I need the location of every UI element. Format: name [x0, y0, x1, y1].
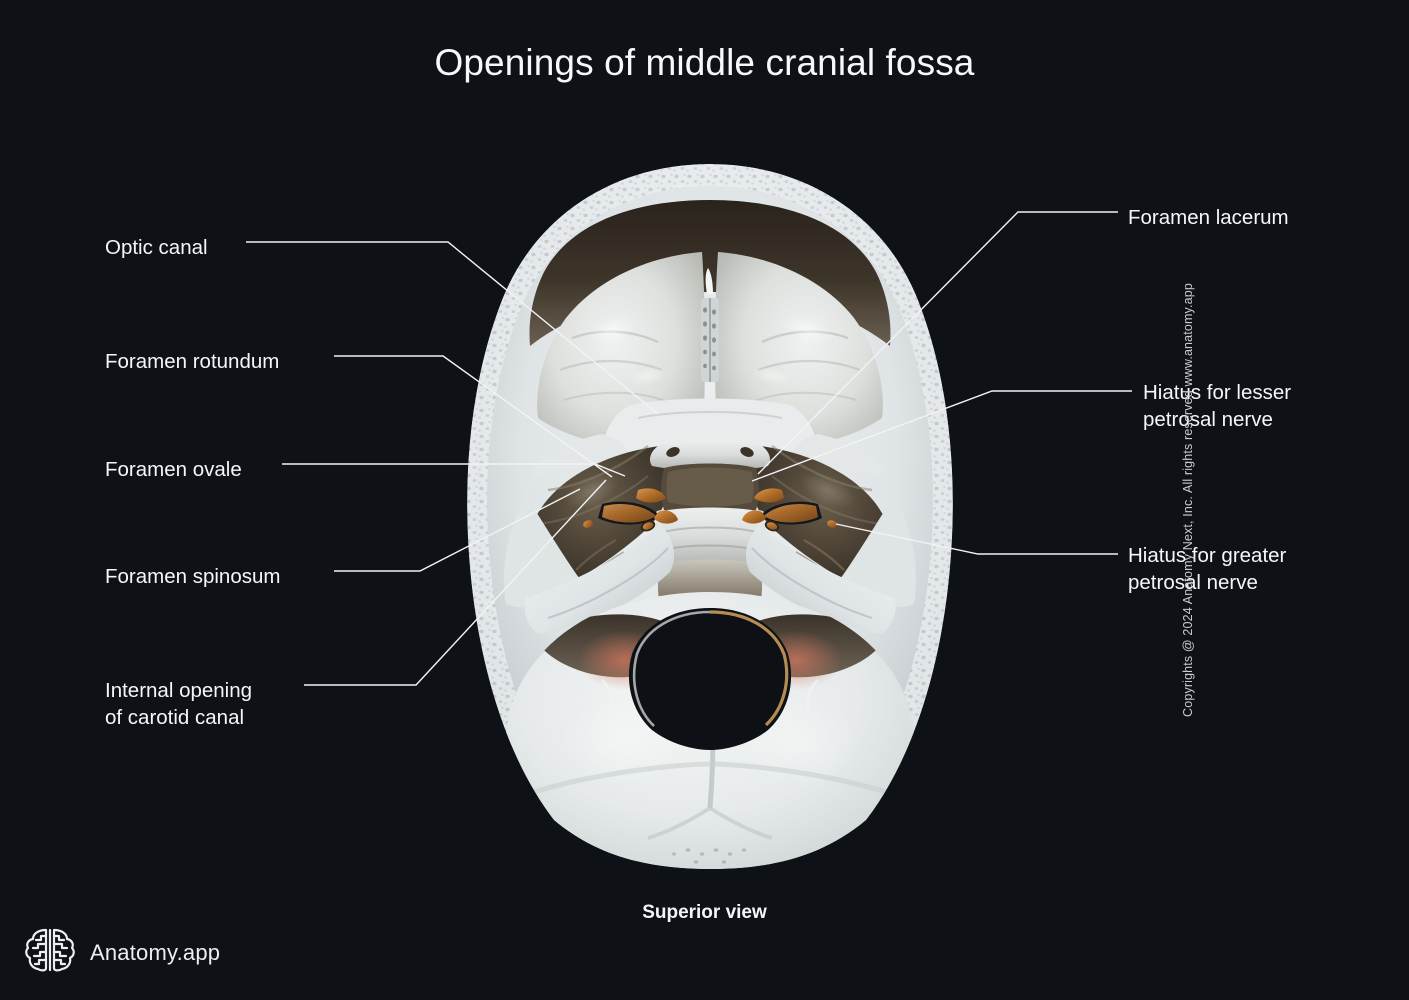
- view-caption: Superior view: [642, 902, 767, 923]
- label-foramen-rotundum: Foramen rotundum: [105, 350, 280, 373]
- label-hiatus-greater-petrosal-nerve: Hiatus for greater petrosal nerve: [1128, 544, 1287, 594]
- brand-watermark: Anatomy.app: [24, 925, 220, 980]
- label-hiatus-lesser-petrosal-nerve: Hiatus for lesser petrosal nerve: [1143, 381, 1292, 431]
- brain-icon: [24, 925, 76, 980]
- label-foramen-ovale: Foramen ovale: [105, 458, 242, 481]
- label-optic-canal: Optic canal: [105, 236, 208, 259]
- label-foramen-lacerum: Foramen lacerum: [1128, 206, 1289, 229]
- copyright-notice: Copyrights @ 2024 Anatomy Next, Inc. All…: [1181, 283, 1196, 717]
- label-foramen-spinosum: Foramen spinosum: [105, 565, 281, 588]
- label-internal-opening-carotid-canal: Internal opening of carotid canal: [105, 679, 253, 729]
- brand-name: Anatomy.app: [90, 939, 221, 965]
- page-title: Openings of middle cranial fossa: [434, 42, 975, 83]
- skull-base-image: [452, 160, 968, 872]
